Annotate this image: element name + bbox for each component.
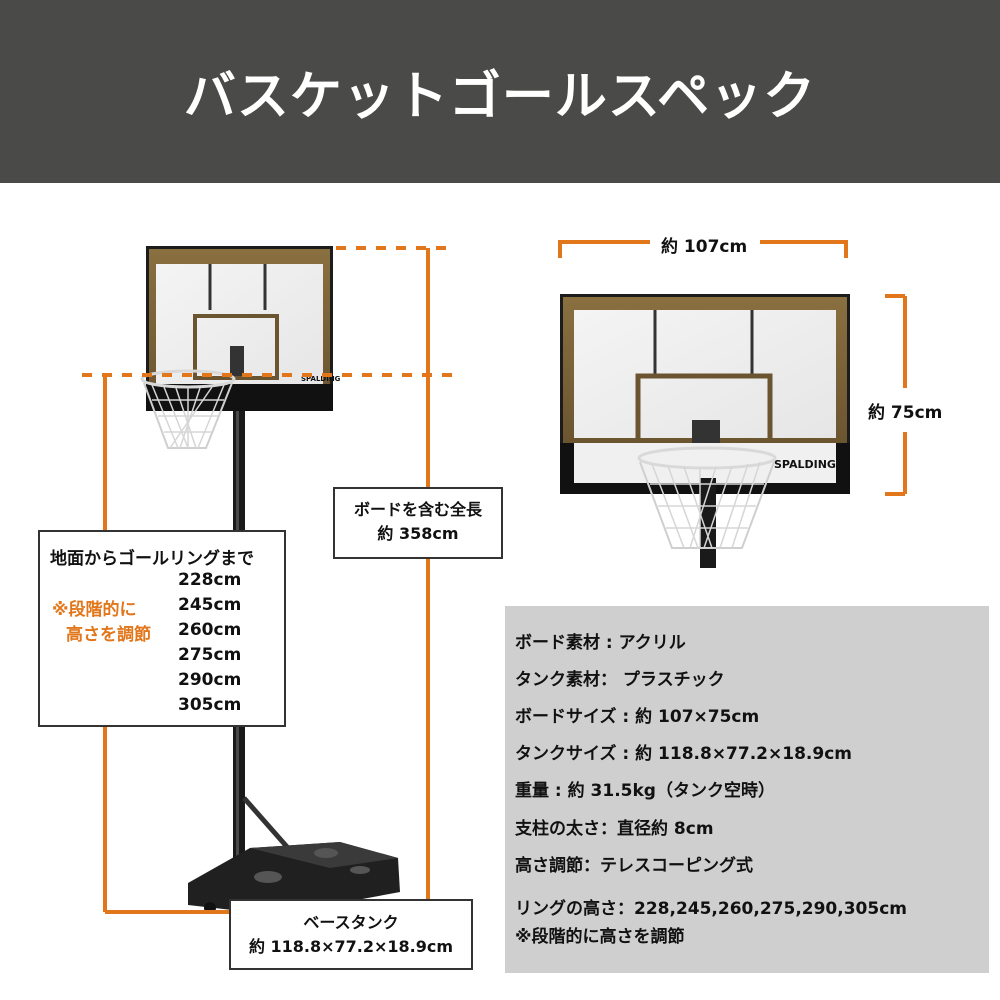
- ring-height-value: 245cm: [178, 595, 242, 615]
- spec-board-material: ボード素材 : アクリル: [515, 633, 686, 653]
- ring-height-note: ※段階的に 高さを調節: [52, 598, 151, 648]
- header-banner: バスケットゴールスペック: [0, 0, 1000, 183]
- ring-height-box: 地面からゴールリングまで ※段階的に 高さを調節 228cm 245cm 260…: [38, 530, 286, 727]
- backboard-large: SPALDING: [560, 294, 850, 494]
- hoop-and-net-small: [140, 369, 236, 449]
- base-tank-size: 約 118.8×77.2×18.9cm: [248, 937, 454, 956]
- ring-height-note-line1: ※段階的に: [52, 600, 137, 620]
- hoop-and-net-large: [637, 446, 777, 568]
- ring-height-value: 275cm: [178, 645, 242, 665]
- spec-weight: 重量 : 約 31.5kg（タンク空時）: [515, 781, 775, 801]
- spec-height-adjust: 高さ調節：テレスコーピング式: [515, 856, 753, 876]
- spec-board-size: ボードサイズ : 約 107×75cm: [515, 707, 760, 727]
- spec-tank-material: タンク素材： プラスチック: [515, 670, 725, 690]
- brand-logo-small: SPALDING: [301, 375, 341, 383]
- spec-panel: ボード素材 : アクリル タンク素材： プラスチック ボードサイズ : 約 10…: [505, 606, 989, 973]
- spec-ring-note: ※段階的に高さを調節: [515, 927, 685, 947]
- total-length-value: 約 358cm: [377, 524, 459, 543]
- height-dimension-label: 約 75cm: [866, 398, 945, 423]
- brand-logo-large: SPALDING: [774, 458, 836, 471]
- base-tank-title: ベースタンク: [303, 913, 399, 932]
- total-length-box: ボードを含む全長 約 358cm: [333, 487, 503, 559]
- width-dimension-label: 約 107cm: [655, 232, 754, 257]
- ring-height-note-line2: 高さを調節: [66, 625, 151, 645]
- full-goal-illustration: SPALDING: [140, 246, 400, 914]
- dimension-guides-left: [82, 246, 460, 914]
- total-length-title: ボードを含む全長: [353, 500, 482, 519]
- base-tank-shape: [188, 842, 400, 914]
- ring-height-value: 228cm: [178, 570, 242, 590]
- ring-height-list: 228cm 245cm 260cm 275cm 290cm 305cm: [178, 568, 241, 718]
- backboard-small: SPALDING: [146, 246, 341, 411]
- spec-pole-thickness: 支柱の太さ：直径約 8cm: [515, 819, 714, 839]
- base-tank-box: ベースタンク 約 118.8×77.2×18.9cm: [229, 899, 473, 970]
- ring-height-title: 地面からゴールリングまで: [50, 549, 254, 569]
- ring-height-value: 260cm: [178, 620, 242, 640]
- spec-tank-size: タンクサイズ : 約 118.8×77.2×18.9cm: [515, 744, 852, 764]
- ring-height-value: 305cm: [178, 695, 242, 715]
- page-title: バスケットゴールスペック: [183, 67, 817, 127]
- spec-ring-heights: リングの高さ：228,245,260,275,290,305cm: [515, 899, 907, 919]
- ring-height-value: 290cm: [178, 670, 242, 690]
- dimension-guides-right: [558, 240, 907, 496]
